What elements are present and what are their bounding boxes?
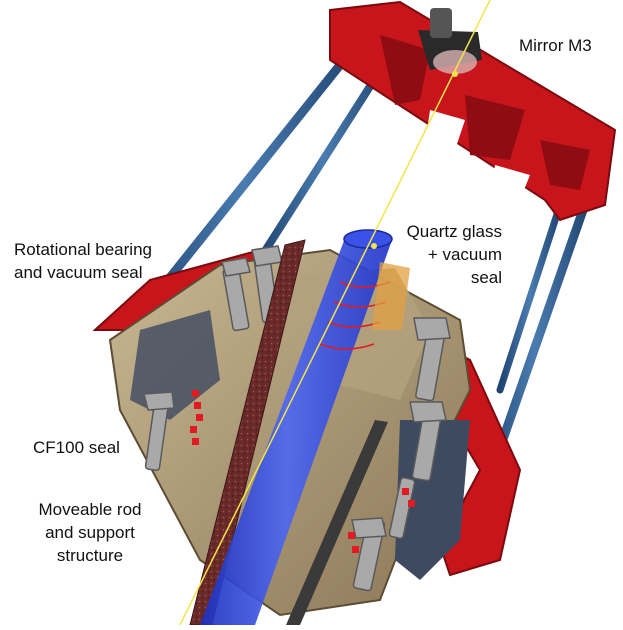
cf100-seal-label: CF100 seal (33, 436, 120, 459)
rod-line-1: Moveable rod (38, 500, 142, 519)
cf100-seal-dots (190, 390, 415, 553)
rod-line-3: structure (56, 546, 124, 565)
bearing-line-1: Rotational bearing (14, 240, 152, 259)
rod-line-2: and support (45, 523, 135, 542)
moveable-rod-label: Moveable rod and support structure (30, 498, 150, 567)
mirror-holder (418, 8, 482, 74)
mirror-m3-text: Mirror M3 (519, 36, 592, 55)
light-beam (179, 0, 491, 626)
mirror-m3-label: Mirror M3 (519, 34, 592, 57)
quartz-line-2: + vacuum (427, 245, 502, 264)
cf100-text: CF100 seal (33, 438, 120, 457)
rotational-bearing-label: Rotational bearing and vacuum seal (14, 238, 152, 284)
quartz-line-3: seal (470, 268, 502, 287)
quartz-glass-label: Quartz glass + vacuum seal (392, 220, 502, 289)
support-rod (286, 420, 388, 625)
quartz-line-1: Quartz glass (406, 222, 502, 241)
bearing-line-2: and vacuum seal (14, 263, 143, 282)
quartz-tube (200, 229, 410, 625)
